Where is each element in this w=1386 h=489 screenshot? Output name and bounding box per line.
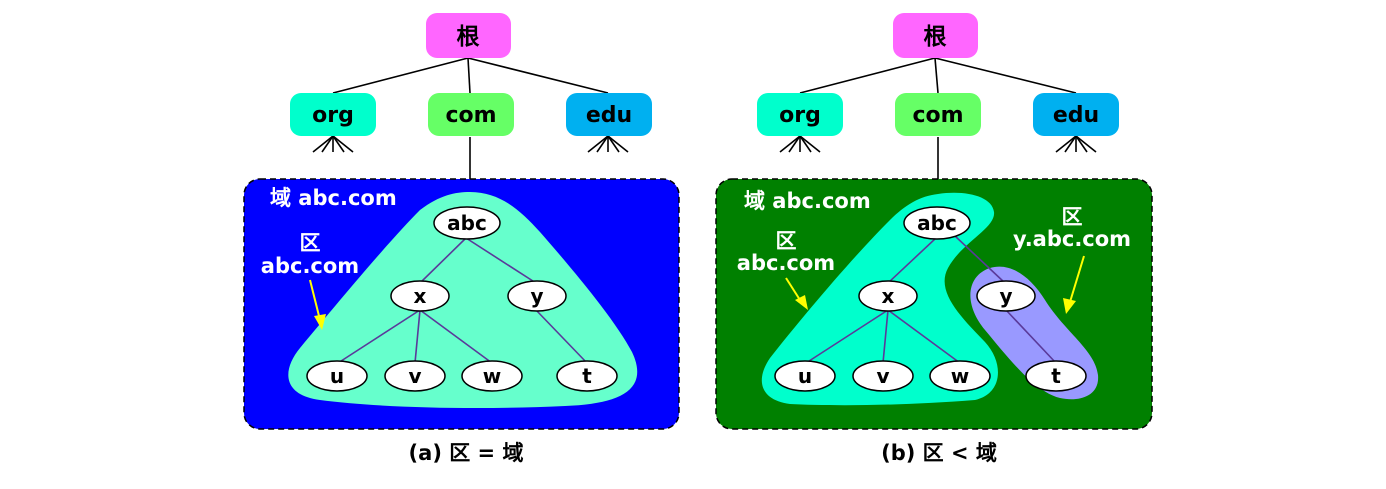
zone-arrowhead-b-abc [795, 295, 808, 310]
edu-children-fan [587, 135, 629, 153]
domain-label-b: 域 abc.com [744, 189, 871, 213]
t-node-b-label: t [1051, 364, 1061, 388]
v-node-a [384, 360, 446, 392]
abc-node-a [433, 206, 501, 240]
edge-root-com-b [934, 57, 939, 94]
zone-abc-label-a: abc.com [261, 254, 359, 278]
root-node-label: 根 [457, 24, 480, 50]
x-node-b-label: x [882, 284, 895, 308]
root-node [426, 13, 511, 58]
x-node-a [390, 280, 450, 312]
org-node [290, 93, 376, 136]
t-node-a-label: t [582, 364, 592, 388]
zone-shape-a [288, 192, 638, 408]
root-node-b [893, 13, 978, 58]
edge-abc-x-a [419, 237, 467, 284]
edge-y-t-b [1005, 309, 1057, 364]
x-node-a-label: x [414, 284, 427, 308]
caption-b: (b) 区 < 域 [881, 441, 997, 465]
zone-arrowhead-b-y [1063, 298, 1076, 314]
org-children-fan-b [779, 135, 821, 153]
v-node-b [852, 360, 914, 392]
zone-word-b-abc: 区 [776, 229, 797, 253]
zone-arrowhead-a [314, 314, 326, 330]
org-node-b-label: org [779, 103, 821, 128]
u-node-b-label: u [798, 364, 812, 388]
w-node-a [461, 360, 523, 392]
u-node-b [774, 360, 836, 392]
com-node-label: com [445, 103, 496, 128]
edge-root-edu-b [934, 57, 1077, 94]
abc-node-b-label: abc [917, 211, 957, 235]
edge-x-v-a [414, 309, 421, 364]
v-node-a-label: v [408, 364, 421, 388]
edge-root-com [467, 57, 471, 94]
abc-node-a-label: abc [447, 211, 487, 235]
zone-arrow-b-abc [785, 277, 801, 301]
caption-a: (a) 区 = 域 [409, 441, 524, 465]
t-node-b [1025, 360, 1087, 392]
panel-b: 根 org com edu abc x y u v w t 域 abc [715, 13, 1153, 465]
v-node-b-label: v [876, 364, 889, 388]
w-node-b-label: w [951, 364, 969, 388]
edge-x-w-b [887, 309, 961, 364]
org-node-label: org [312, 103, 354, 128]
edge-abc-y-b [954, 235, 1006, 284]
edge-abc-y-a [465, 237, 537, 284]
zone-y-label-b: y.abc.com [1013, 227, 1131, 251]
zone-word-a: 区 [300, 231, 321, 255]
y-node-b [976, 280, 1036, 312]
edu-node-label: edu [586, 103, 632, 128]
t-node-a [556, 360, 618, 392]
zone-word-b-y: 区 [1062, 205, 1083, 229]
edu-node-b [1033, 93, 1119, 136]
y-node-b-label: y [999, 284, 1012, 308]
root-node-b-label: 根 [924, 24, 947, 50]
domain-label-a: 域 abc.com [270, 186, 397, 210]
u-node-a [306, 360, 368, 392]
com-node [428, 93, 514, 136]
com-node-b [895, 93, 981, 136]
edu-node-b-label: edu [1053, 103, 1099, 128]
w-node-a-label: w [483, 364, 501, 388]
zone-arrow-b-y [1069, 255, 1085, 303]
com-node-b-label: com [912, 103, 963, 128]
org-node-b [757, 93, 843, 136]
edge-x-u-b [805, 309, 889, 364]
edge-y-t-a [535, 309, 588, 364]
edge-root-org [332, 57, 469, 94]
edge-x-w-a [419, 309, 493, 364]
w-node-b [929, 360, 991, 392]
y-node-a [507, 280, 567, 312]
edge-abc-x-b [887, 237, 937, 284]
panel-a: 根 org com edu abc x y u v w t 域 [243, 13, 680, 465]
edu-node [566, 93, 652, 136]
u-node-a-label: u [330, 364, 344, 388]
zone-abc-label-b: abc.com [737, 251, 835, 275]
y-node-a-label: y [530, 284, 543, 308]
edge-x-v-b [882, 309, 889, 364]
edge-root-org-b [799, 57, 936, 94]
edge-root-edu [467, 57, 609, 94]
edge-x-u-a [337, 309, 421, 364]
edu-children-fan-b [1055, 135, 1097, 153]
zone-arrow-a [309, 279, 321, 321]
abc-node-b [903, 206, 971, 240]
x-node-b [858, 280, 918, 312]
org-children-fan [312, 135, 354, 153]
